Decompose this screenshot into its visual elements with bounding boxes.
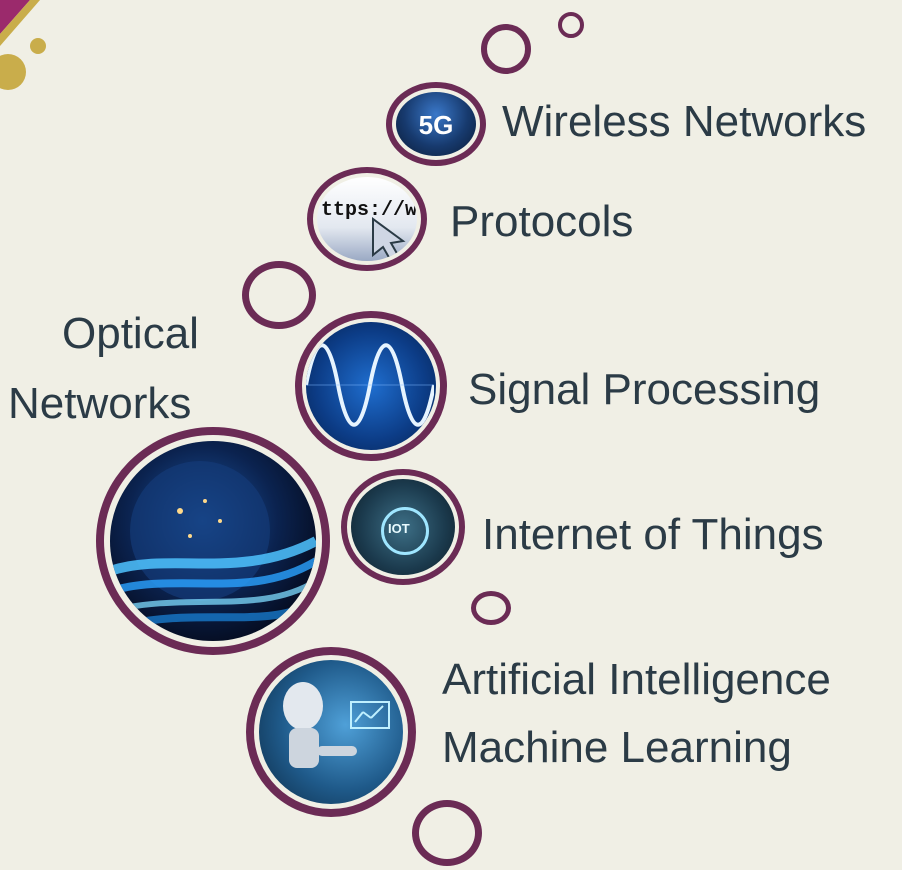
decorative-ring — [242, 261, 316, 329]
https-browser-icon: ttps://w — [317, 177, 417, 261]
decorative-ring — [471, 591, 511, 625]
iot-icon: IOT — [351, 479, 455, 575]
internet-of-things-label: Internet of Things — [482, 510, 824, 559]
protocols-badge: ttps://w — [307, 167, 427, 271]
protocols-label: Protocols — [450, 197, 634, 246]
decorative-ring — [412, 800, 482, 866]
iot-badge: IOT — [341, 469, 465, 585]
iot-icon-text: IOT — [388, 521, 410, 536]
optical-label-line1: Optical — [62, 309, 199, 358]
optical-networks-badge — [96, 427, 330, 655]
5g-icon-text: 5G — [418, 110, 454, 140]
5g-icon: 5G — [396, 92, 476, 156]
cursor-arrow-icon — [372, 217, 406, 261]
wireless-networks-label: Wireless Networks — [502, 97, 867, 146]
robot-icon — [259, 660, 403, 804]
signal-processing-badge — [295, 311, 447, 461]
fiber-globe-icon — [110, 441, 316, 641]
iot-ring-graphic — [381, 507, 429, 555]
ml-label-line2: Machine Learning — [442, 723, 792, 772]
signal-processing-label: Signal Processing — [468, 365, 821, 414]
https-icon-text: ttps://w — [321, 199, 417, 222]
gold-dot-small — [30, 38, 46, 54]
ai-label-line1: Artificial Intelligence — [442, 655, 831, 704]
optical-label-line2: Networks — [8, 379, 192, 428]
decorative-ring — [558, 12, 584, 38]
ai-ml-badge — [246, 647, 416, 817]
decorative-ring — [481, 24, 531, 74]
corner-stripe-decoration — [0, 0, 60, 60]
wireless-5g-badge: 5G — [386, 82, 486, 166]
sine-wave-icon — [306, 322, 436, 450]
